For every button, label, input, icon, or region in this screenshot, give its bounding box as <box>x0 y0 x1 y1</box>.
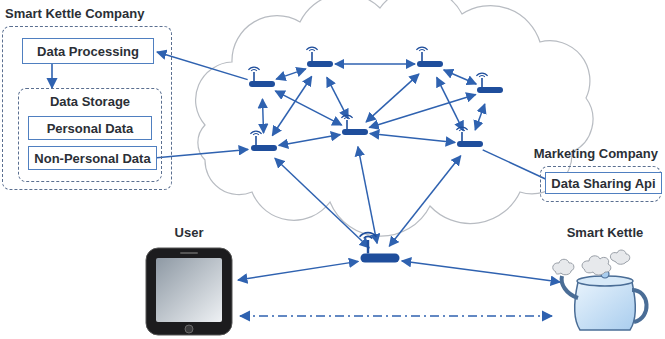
network-link <box>402 261 560 282</box>
connector-arrow <box>240 315 552 317</box>
network-link <box>238 261 358 280</box>
data-box: Personal Data <box>28 116 152 140</box>
wifi-wave <box>309 50 315 51</box>
network-link <box>444 70 476 84</box>
wifi-wave <box>479 76 485 77</box>
network-link <box>276 69 306 79</box>
network-link <box>154 149 248 158</box>
process-box: Data Processing <box>22 38 154 64</box>
kettle-device: Smart Kettle <box>552 225 658 335</box>
router-icon <box>341 115 368 135</box>
router-icon <box>360 233 400 263</box>
router-icon <box>250 131 277 151</box>
wifi-wave <box>456 127 467 130</box>
data-box: Non-Personal Data <box>28 146 157 170</box>
network-link <box>275 158 369 247</box>
wifi-wave <box>341 115 352 118</box>
group-heading: Marketing Company <box>534 146 658 161</box>
wifi-wave <box>364 236 372 238</box>
box-label: Non-Personal Data <box>34 151 150 166</box>
wifi-wave <box>416 47 427 50</box>
group-heading: Data Storage <box>47 94 133 109</box>
network-link <box>272 76 311 135</box>
company-group: Smart Kettle CompanyData ProcessingData … <box>2 26 172 190</box>
box-label: Personal Data <box>47 121 134 136</box>
router-icon <box>456 127 483 147</box>
router-icon <box>306 47 333 67</box>
kettle-icon <box>553 250 647 330</box>
connector-arrow <box>51 64 53 88</box>
wifi-wave <box>251 70 257 71</box>
storage-group: Data StoragePersonal DataNon-Personal Da… <box>18 88 162 182</box>
wifi-wave <box>360 233 377 237</box>
wifi-wave <box>459 130 465 131</box>
network-link <box>389 156 460 246</box>
group-heading: Smart Kettle <box>567 225 644 240</box>
phone-icon <box>146 248 232 335</box>
network-link <box>157 52 248 80</box>
api-box: Data Sharing Api <box>545 172 662 194</box>
network-link <box>279 135 340 146</box>
wifi-wave <box>476 73 487 76</box>
network-link <box>370 134 455 143</box>
wifi-wave <box>419 50 425 51</box>
wifi-wave <box>248 67 259 70</box>
box-label: Data Processing <box>37 44 139 59</box>
router-icon <box>248 67 275 87</box>
network-link <box>327 77 348 118</box>
cloud <box>196 0 593 236</box>
box-label: Data Sharing Api <box>551 176 655 191</box>
group-heading: Smart Kettle Company <box>5 6 144 21</box>
router-icon <box>416 47 443 67</box>
network-link <box>262 99 263 133</box>
group-heading: User <box>175 225 204 240</box>
network-link <box>335 63 415 65</box>
router-icon <box>476 73 503 93</box>
wifi-wave <box>306 47 317 50</box>
network-link <box>275 91 341 125</box>
wifi-wave <box>344 118 350 119</box>
routers <box>248 47 503 262</box>
network-link <box>358 147 377 244</box>
company-group: Marketing CompanyData Sharing Api <box>540 166 661 202</box>
wifi-wave <box>250 131 261 134</box>
network-link <box>437 77 464 130</box>
wifi-wave <box>253 134 259 135</box>
user-device: User <box>138 225 240 337</box>
network-link <box>475 104 485 130</box>
